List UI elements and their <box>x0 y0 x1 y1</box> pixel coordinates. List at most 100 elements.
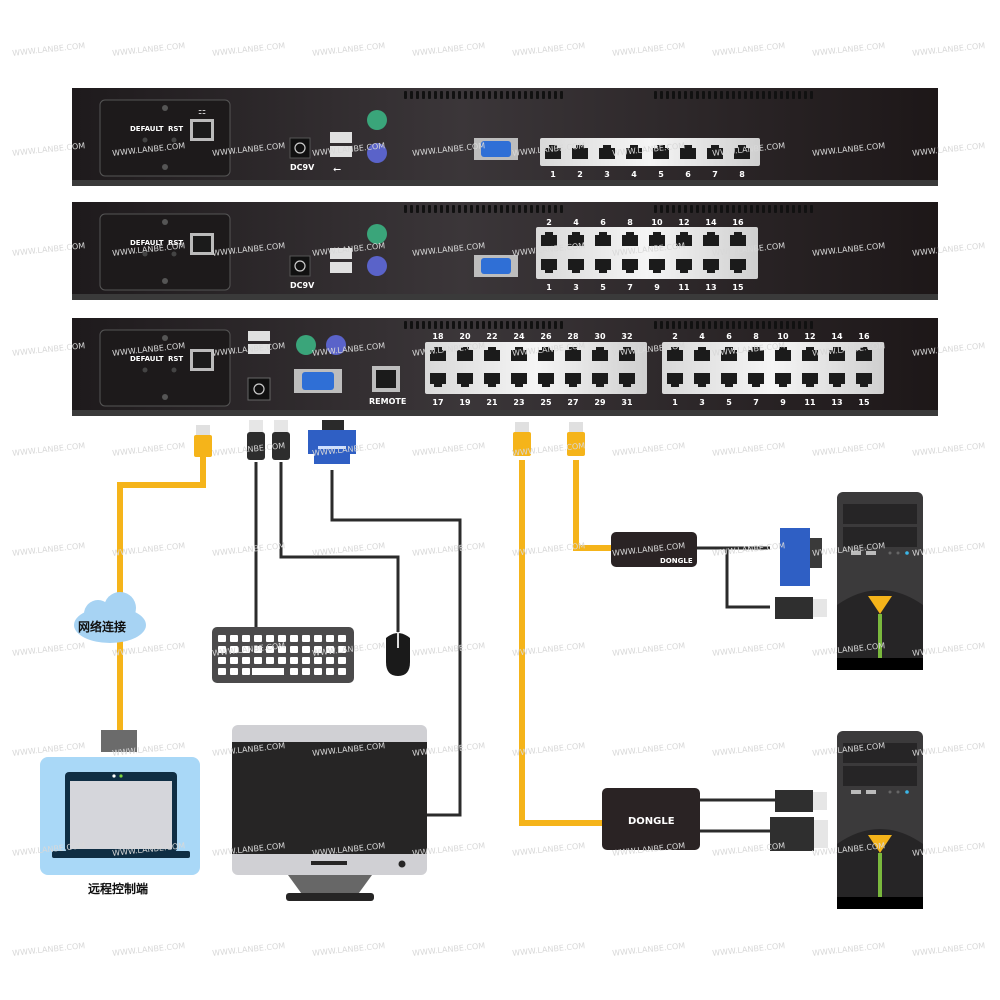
keyboard-key <box>326 668 334 675</box>
mouse-usb-cable <box>279 462 400 632</box>
port-number-label: 12 <box>804 332 815 341</box>
default-label: DEFAULT <box>130 125 164 133</box>
keyboard-key <box>314 646 322 653</box>
vent-slot <box>542 91 545 99</box>
port-bank-a <box>425 342 647 394</box>
keyboard-key <box>290 646 298 653</box>
vent-slot <box>708 205 711 213</box>
server-tower-1 <box>837 492 923 670</box>
keyboard-key <box>218 657 226 664</box>
vent-slot <box>690 91 693 99</box>
vent-slot <box>434 205 437 213</box>
vent-slot <box>410 91 413 99</box>
vent-slot <box>720 205 723 213</box>
keyboard-key <box>254 635 262 642</box>
vent-slot <box>500 205 503 213</box>
vent-slot <box>440 205 443 213</box>
default-button[interactable] <box>142 137 148 143</box>
vent-slot <box>530 321 533 329</box>
vent-slot <box>476 91 479 99</box>
vent-slot <box>720 91 723 99</box>
vent-slot <box>482 91 485 99</box>
usb-port <box>330 146 352 157</box>
vent-slot <box>780 321 783 329</box>
port-number-label: 3 <box>573 283 579 292</box>
keyboard-key <box>218 635 226 642</box>
port-number-label: 29 <box>594 398 606 407</box>
vent-slot <box>666 205 669 213</box>
vent-slot <box>804 91 807 99</box>
vent-slot <box>548 91 551 99</box>
vent-slot <box>762 205 765 213</box>
reset-button[interactable] <box>171 137 177 143</box>
vent-slot <box>464 91 467 99</box>
vent-slot <box>732 321 735 329</box>
vent-slot <box>756 321 759 329</box>
vent-slot <box>506 321 509 329</box>
dongle-label: DONGLE <box>628 816 675 827</box>
vent-slot <box>762 91 765 99</box>
keyboard-key <box>230 657 238 664</box>
port-number-label: 7 <box>712 170 718 179</box>
port-number-label: 23 <box>513 398 524 407</box>
port-number-label: 27 <box>567 398 578 407</box>
vent-slot <box>410 321 413 329</box>
power-jack <box>247 377 271 401</box>
vent-slot <box>678 205 681 213</box>
vent-slot <box>548 321 551 329</box>
dongle-label: DONGLE <box>660 557 693 565</box>
keyboard-key <box>242 668 250 675</box>
vent-slot <box>792 91 795 99</box>
vent-slot <box>786 321 789 329</box>
reset-button[interactable] <box>171 251 177 257</box>
vent-slot <box>690 321 693 329</box>
vent-slot <box>678 91 681 99</box>
port-number-label: 16 <box>858 332 870 341</box>
keyboard-key <box>326 635 334 642</box>
default-button[interactable] <box>142 367 148 373</box>
port-bank-b <box>662 342 884 394</box>
reset-button[interactable] <box>171 367 177 373</box>
rj45-plug <box>567 432 585 456</box>
vent-slot <box>488 205 491 213</box>
vent-slot <box>798 91 801 99</box>
port-number-label: 1 <box>546 283 552 292</box>
vent-slot <box>518 205 521 213</box>
vent-slot <box>738 205 741 213</box>
usb-icon: ⭠ <box>333 164 341 175</box>
vent-slot <box>422 205 425 213</box>
port-number-label: 15 <box>732 283 744 292</box>
network-connection-label: 网络连接 <box>78 620 127 634</box>
vent-slot <box>744 91 747 99</box>
vent-slot <box>714 321 717 329</box>
keyboard-key <box>314 635 322 642</box>
port-number-label: 4 <box>631 170 637 179</box>
rj45-plug <box>513 432 531 456</box>
port-number-label: 31 <box>621 398 633 407</box>
keyboard-key <box>314 668 322 675</box>
vga-dongle: DONGLE <box>611 532 697 567</box>
default-button[interactable] <box>142 251 148 257</box>
vent-slot <box>560 205 563 213</box>
vent-slot <box>524 205 527 213</box>
rj45-plug <box>196 425 210 435</box>
port-number-label: 8 <box>627 218 633 227</box>
port-number-label: 12 <box>678 218 689 227</box>
keyboard-key <box>302 657 310 664</box>
vent-slot <box>684 91 687 99</box>
mouse-icon <box>386 632 410 676</box>
port-number-label: 5 <box>600 283 606 292</box>
vga-plug <box>780 528 816 586</box>
vga-cable <box>330 470 462 817</box>
port-number-label: 25 <box>540 398 552 407</box>
vent-slot <box>530 205 533 213</box>
vent-slot <box>780 205 783 213</box>
vent-slot <box>536 91 539 99</box>
vent-slot <box>666 321 669 329</box>
vent-slot <box>750 321 753 329</box>
keyboard-key <box>218 646 226 653</box>
vent-slot <box>810 205 813 213</box>
vent-slot <box>422 91 425 99</box>
